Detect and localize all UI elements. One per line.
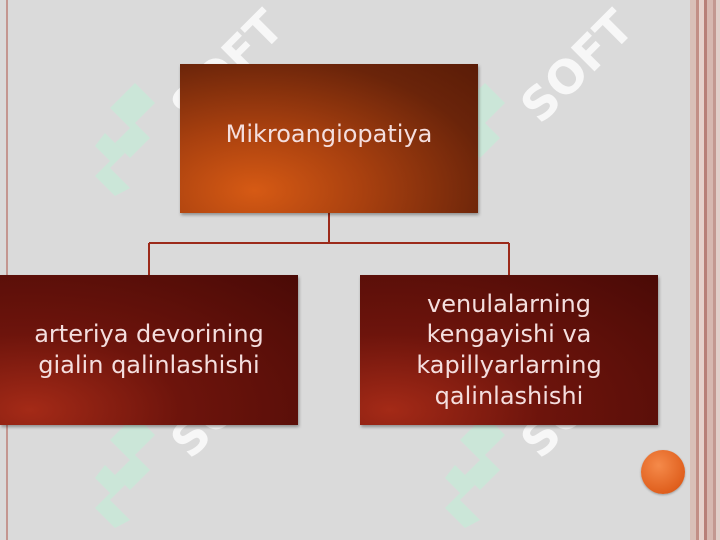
child-node-left-label: arteriya devorining gialin qalinlashishi xyxy=(34,320,264,379)
child-node-right: venulalarning kengayishi va kapillyarlar… xyxy=(360,275,658,425)
watermark-logo-icon xyxy=(95,415,155,528)
root-node-label: Mikroangiopatiya xyxy=(225,120,433,149)
child-node-left: arteriya devorining gialin qalinlashishi xyxy=(0,275,298,425)
watermark-logo-icon xyxy=(445,415,505,528)
right-decorative-stripes xyxy=(690,0,720,540)
watermark-logo-icon xyxy=(95,83,155,196)
child-node-right-label: venulalarning kengayishi va kapillyarlar… xyxy=(416,289,602,410)
accent-circle xyxy=(641,450,685,494)
left-border-line xyxy=(6,0,8,540)
root-node: Mikroangiopatiya xyxy=(180,64,478,213)
